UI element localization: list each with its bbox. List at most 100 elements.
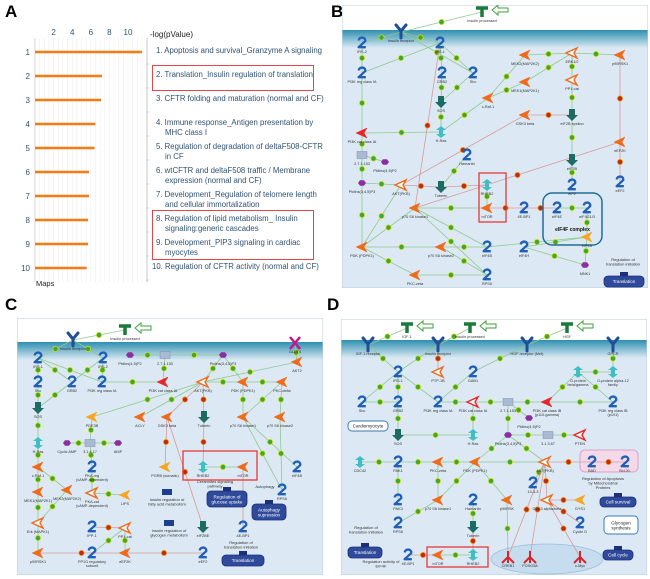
y-tick-label: 4 xyxy=(26,120,31,129)
protein-icon xyxy=(468,66,478,79)
receptor-icon xyxy=(66,331,80,348)
label-line: AKT(PKB) xyxy=(536,469,554,473)
node-14-3-3: 14-3-3 xyxy=(528,476,538,494)
node-label: 2.7.1.153 xyxy=(500,409,516,413)
node-ptdins-3-4-5-p3: PtdIns(3,4,5)P3 xyxy=(349,180,375,194)
label-line: RPS6 xyxy=(482,282,492,286)
interaction-marker xyxy=(35,476,41,483)
node-cdc42: CDC42 xyxy=(354,456,366,473)
label-line: Insulin receptor xyxy=(388,39,415,43)
cell-membrane xyxy=(17,342,323,360)
label-line: Regulation of Apoptosis xyxy=(582,476,624,481)
transcription-factor-icon xyxy=(501,551,515,564)
node-label: Insulin receptor xyxy=(425,352,452,356)
node-gsk3-beta: GSK3 beta xyxy=(158,411,177,428)
node-label: Hamartin xyxy=(465,507,480,511)
highlight-box xyxy=(152,65,314,91)
node-acly: ACLY xyxy=(133,411,146,428)
node-label: mTOR xyxy=(481,215,492,219)
node-label: GSK3 beta xyxy=(516,122,535,126)
protein-icon xyxy=(615,175,625,188)
interaction-marker xyxy=(240,396,246,403)
map-label: 8. Regulation of lipid metabolism_ Insul… xyxy=(156,214,298,233)
label-line: MEK1(MAP2K1) xyxy=(511,89,540,93)
interaction-marker xyxy=(163,439,169,445)
label-line: Tuberin xyxy=(198,424,211,428)
node-mtor: mTOR xyxy=(431,549,444,566)
interaction-marker xyxy=(380,355,386,362)
label-line: eIF4F complex xyxy=(555,227,590,233)
process-label-translation: Translation xyxy=(354,550,377,555)
kinase-icon xyxy=(564,46,579,60)
process-box-translation xyxy=(603,275,645,288)
interaction-marker xyxy=(438,114,444,120)
node-pi3k-reg-class-ia: PI3K reg class IA xyxy=(87,375,117,393)
protein-icon xyxy=(357,36,367,49)
label-line: Translation xyxy=(232,558,255,563)
kinase-icon xyxy=(431,494,444,506)
node-h-ras: H-Ras xyxy=(468,429,478,446)
label-line: Cardiomyocyte xyxy=(353,424,384,429)
node-insulin-receptor: Insulin receptor xyxy=(388,23,415,43)
interaction-marker xyxy=(105,537,112,544)
label-line: Regulation of xyxy=(354,525,378,530)
label-line: RHEB2 xyxy=(481,192,494,196)
label-line: Insulin processed xyxy=(455,335,485,339)
label-line: GRB2 xyxy=(67,389,77,393)
node-label: PtdIns(4,5)P2 xyxy=(118,362,141,366)
label-line: ERK1/2 xyxy=(565,60,578,64)
interaction-marker xyxy=(99,367,106,373)
kinase-icon xyxy=(236,461,249,473)
gtpase-icon xyxy=(468,429,478,441)
nucleus xyxy=(490,543,604,575)
interaction-marker xyxy=(503,73,510,80)
node-label: PGRB (somatic) xyxy=(151,474,179,478)
label-line: Regulation of xyxy=(611,257,635,262)
interaction-marker xyxy=(144,396,151,403)
node-irs-1: IRS-1 xyxy=(33,351,43,369)
protein-icon xyxy=(582,201,592,214)
node-hamartin: Hamartin xyxy=(459,148,475,166)
label-line: PtdIns(3,4,5)P3 xyxy=(210,362,236,366)
interaction-marker xyxy=(507,459,513,465)
label-line: Insulin receptor xyxy=(425,352,452,356)
process-marker xyxy=(614,493,622,498)
bar xyxy=(35,242,89,246)
node-label: PTEN xyxy=(575,442,585,446)
node-label: eIF4H xyxy=(519,254,530,258)
node-label: CDC42 xyxy=(354,469,366,473)
y-tick-label: 2 xyxy=(26,72,31,81)
node-irs-2: IRS-2 xyxy=(357,36,367,54)
node-p90rsk1: p90RSK1 xyxy=(30,547,46,564)
node-label: p90RSK1 xyxy=(30,560,46,564)
highlight-box xyxy=(152,210,314,260)
node-eif4a: eIF4A xyxy=(580,231,593,248)
node-label: IRS-1 xyxy=(435,50,445,54)
node-label: MEK2(MAP2K2) xyxy=(511,62,540,66)
interaction-marker xyxy=(105,491,112,497)
node-label: ACLY xyxy=(135,424,145,428)
y-tick-label: 6 xyxy=(26,168,31,177)
node-p90rsk: p90RSK xyxy=(500,494,515,511)
label-line: PtdIns(3,4,5)P3 xyxy=(495,442,521,446)
kinase-icon xyxy=(613,136,626,148)
complex-label-eif4f-complex: eIF4F complex xyxy=(555,227,590,233)
interaction-marker xyxy=(610,355,616,362)
node-p70-s6-kinase1: p70 S6 kinase1 xyxy=(425,494,451,511)
node-label: RHEB2 xyxy=(467,562,480,566)
node-pak3: PAK3 xyxy=(393,493,403,511)
compound-icon xyxy=(504,432,512,438)
label-line: Cell survival xyxy=(606,500,631,505)
interaction-marker xyxy=(488,445,495,452)
interaction-marker xyxy=(448,205,454,211)
node-label: Insulin receptor xyxy=(60,347,87,351)
kinase-icon xyxy=(117,521,132,535)
interaction-marker xyxy=(101,440,107,446)
interaction-marker xyxy=(415,459,421,465)
kinase-icon xyxy=(518,76,531,88)
node-label: MEK1(MAP2K1) xyxy=(24,499,53,503)
node-label: GRB2 xyxy=(437,80,447,84)
y-tick-label: 1 xyxy=(26,48,31,57)
